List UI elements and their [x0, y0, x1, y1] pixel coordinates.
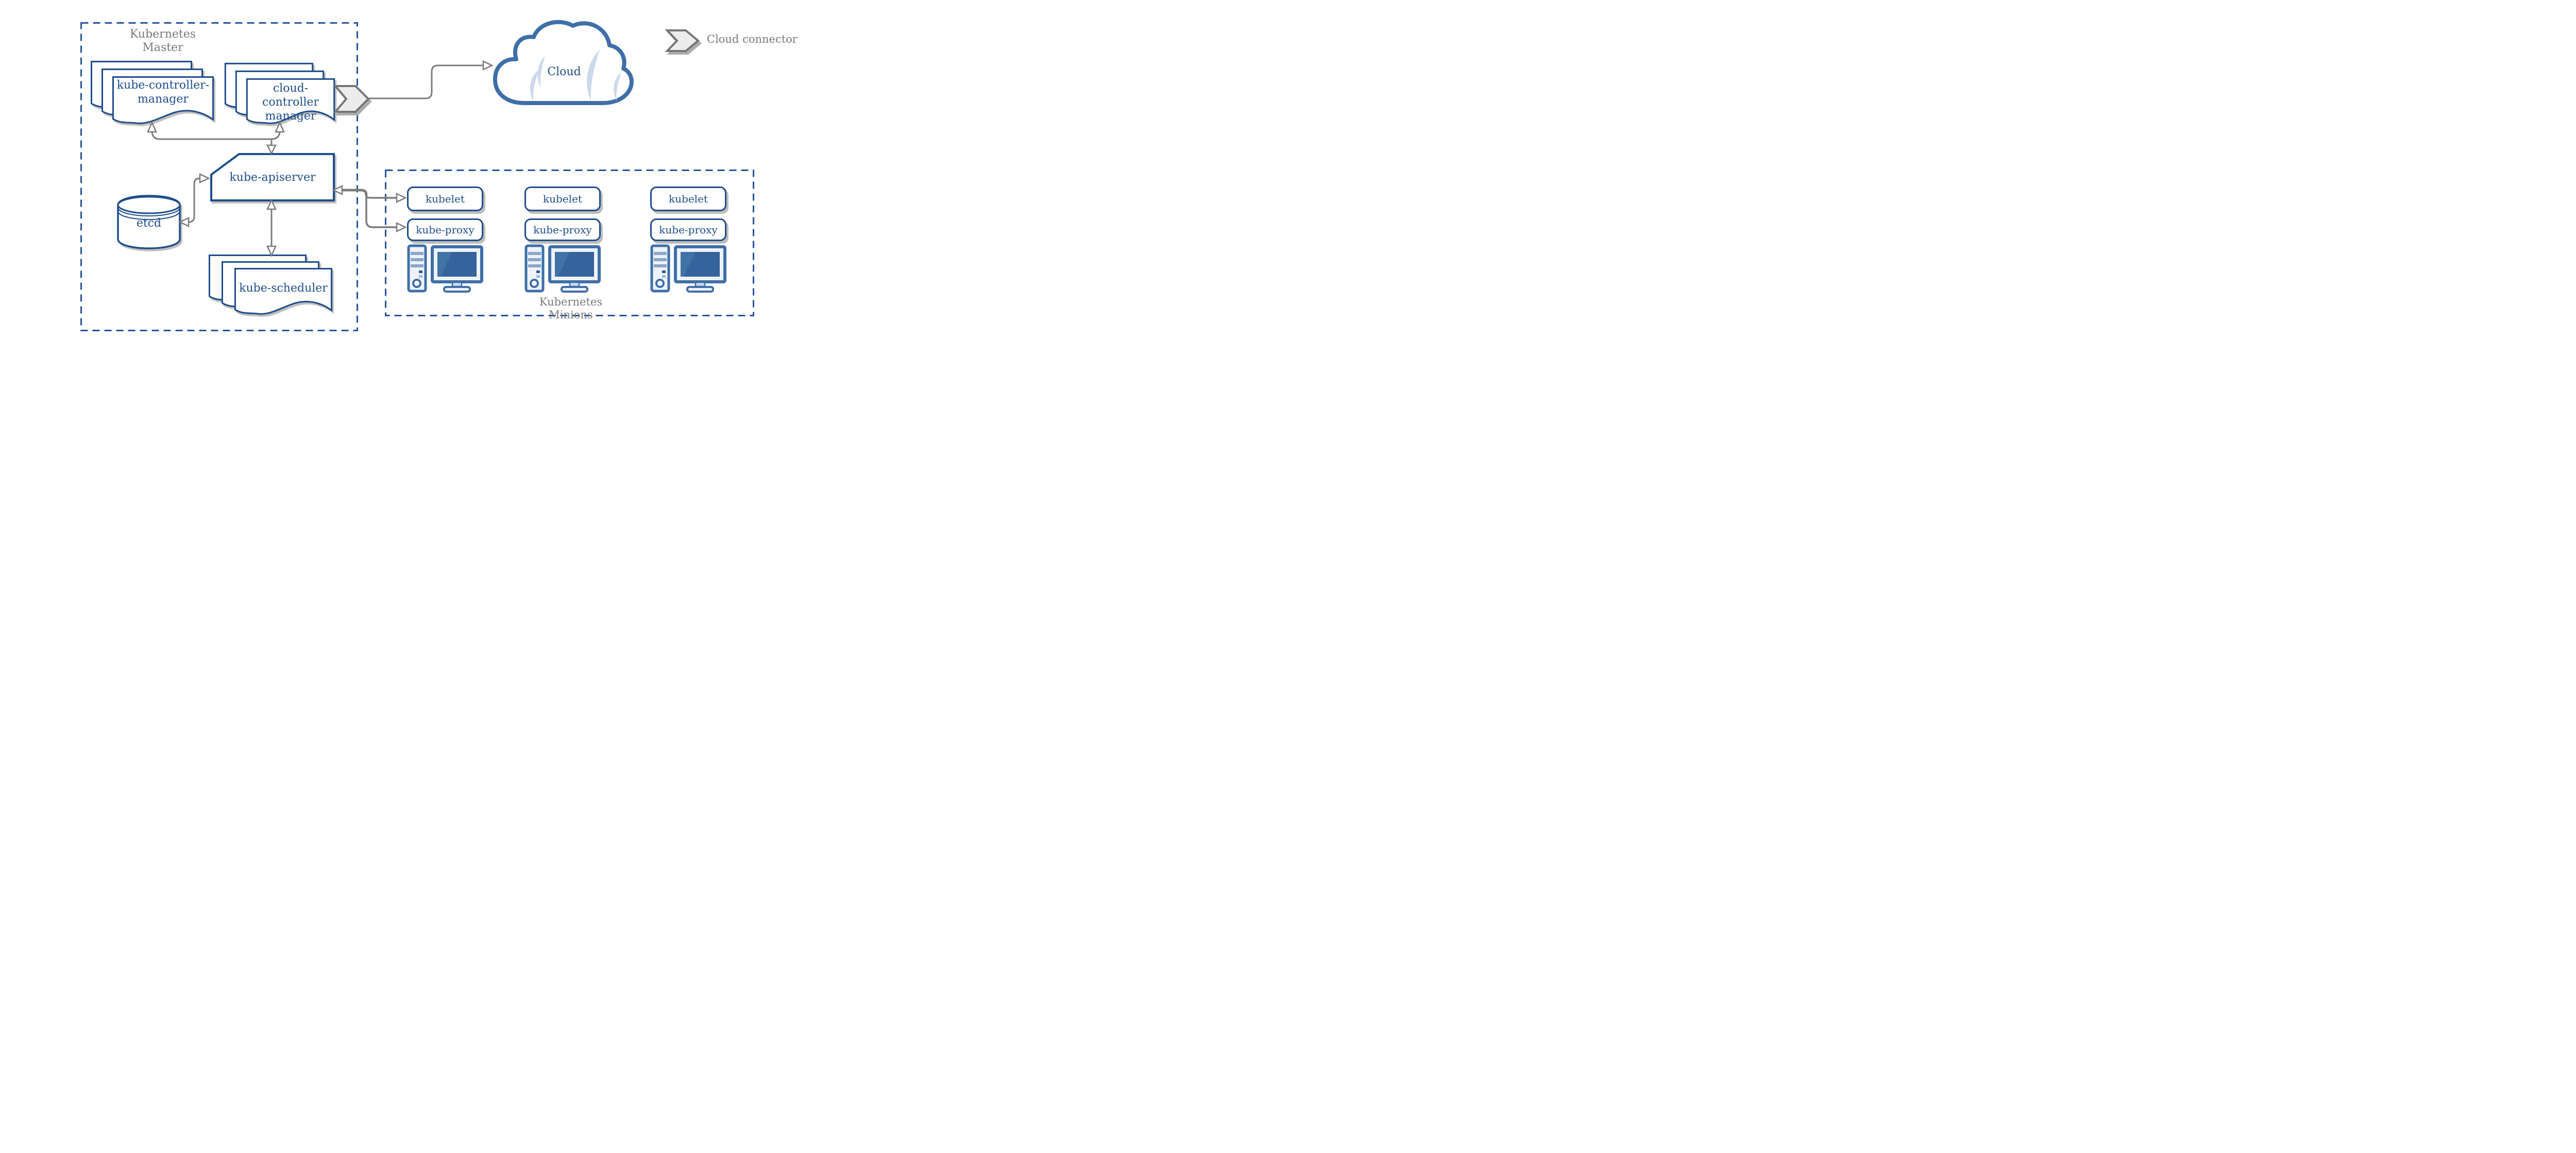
cloud-controller-manager-stack: cloud-controller manager	[224, 63, 337, 126]
kube-controller-manager-label: kube-controller- manager	[112, 78, 214, 106]
legend-cloud-connector-label: Cloud connector	[707, 33, 798, 45]
kube-apiserver-box: kube-apiserver	[209, 152, 336, 202]
cloud-outline	[493, 20, 634, 105]
workstation-icon	[524, 244, 601, 293]
kube-scheduler-stack: kube-scheduler	[208, 255, 334, 316]
cloud-label: Cloud	[547, 65, 581, 78]
node3-kube-proxy-label: kube-proxy	[659, 224, 718, 236]
kubernetes-master-dashed-box	[80, 22, 358, 331]
kube-controller-manager-line1: kube-controller-	[116, 79, 210, 92]
node3-kubelet-label: kubelet	[669, 193, 708, 205]
kubernetes-master-label-line1: Kubernetes	[129, 28, 196, 41]
node2-kubelet-label: kubelet	[543, 193, 582, 205]
legend-cloud-connector-chevron-icon	[665, 29, 700, 52]
kubernetes-master-label-line2: Master	[142, 41, 183, 54]
node1-kubelet-label: kubelet	[426, 193, 465, 205]
cloud-connector-chevron-icon	[333, 85, 370, 113]
workstation-icon	[650, 244, 726, 293]
etcd-label: etcd	[136, 217, 162, 230]
kube-controller-manager-stack: kube-controller- manager	[91, 61, 217, 127]
database-cylinder-icon	[117, 195, 181, 249]
kubernetes-architecture-diagram: Kubernetes Master kube-controller- manag…	[0, 0, 800, 346]
node2-kubelet-box: kubelet	[524, 186, 601, 211]
cloud-shape: Cloud	[490, 20, 638, 108]
node2-kube-proxy-box: kube-proxy	[524, 218, 601, 241]
kubernetes-minions-dashed-box	[385, 169, 754, 316]
etcd-cylinder: etcd	[116, 194, 181, 250]
group-borders	[80, 22, 754, 331]
kubernetes-minions-label: Kubernetes Minions	[519, 296, 622, 321]
node1-kube-proxy-box: kube-proxy	[407, 218, 483, 241]
cloud-icon	[493, 20, 634, 105]
cloud-controller-manager-label: cloud-controller manager	[246, 81, 335, 123]
kube-controller-manager-line2: manager	[138, 93, 189, 106]
kube-scheduler-label: kube-scheduler	[239, 282, 328, 295]
node3-kube-proxy-box: kube-proxy	[650, 218, 726, 241]
cloud-highlights	[530, 49, 621, 102]
kubernetes-minions-label-line2: Minions	[549, 309, 593, 321]
node3-kubelet-box: kubelet	[650, 186, 726, 211]
kubernetes-minions-label-line1: Kubernetes	[539, 296, 603, 308]
node1-kubelet-box: kubelet	[407, 186, 483, 211]
cloud-controller-manager-line2: manager	[265, 110, 316, 123]
workstation-icon	[407, 244, 483, 293]
node1-kube-proxy-label: kube-proxy	[416, 224, 474, 236]
kubernetes-master-label: Kubernetes Master	[106, 28, 219, 55]
cloud-controller-manager-line1: cloud-controller	[262, 82, 319, 109]
node2-kube-proxy-label: kube-proxy	[533, 224, 592, 236]
kube-apiserver-label: kube-apiserver	[229, 171, 316, 184]
